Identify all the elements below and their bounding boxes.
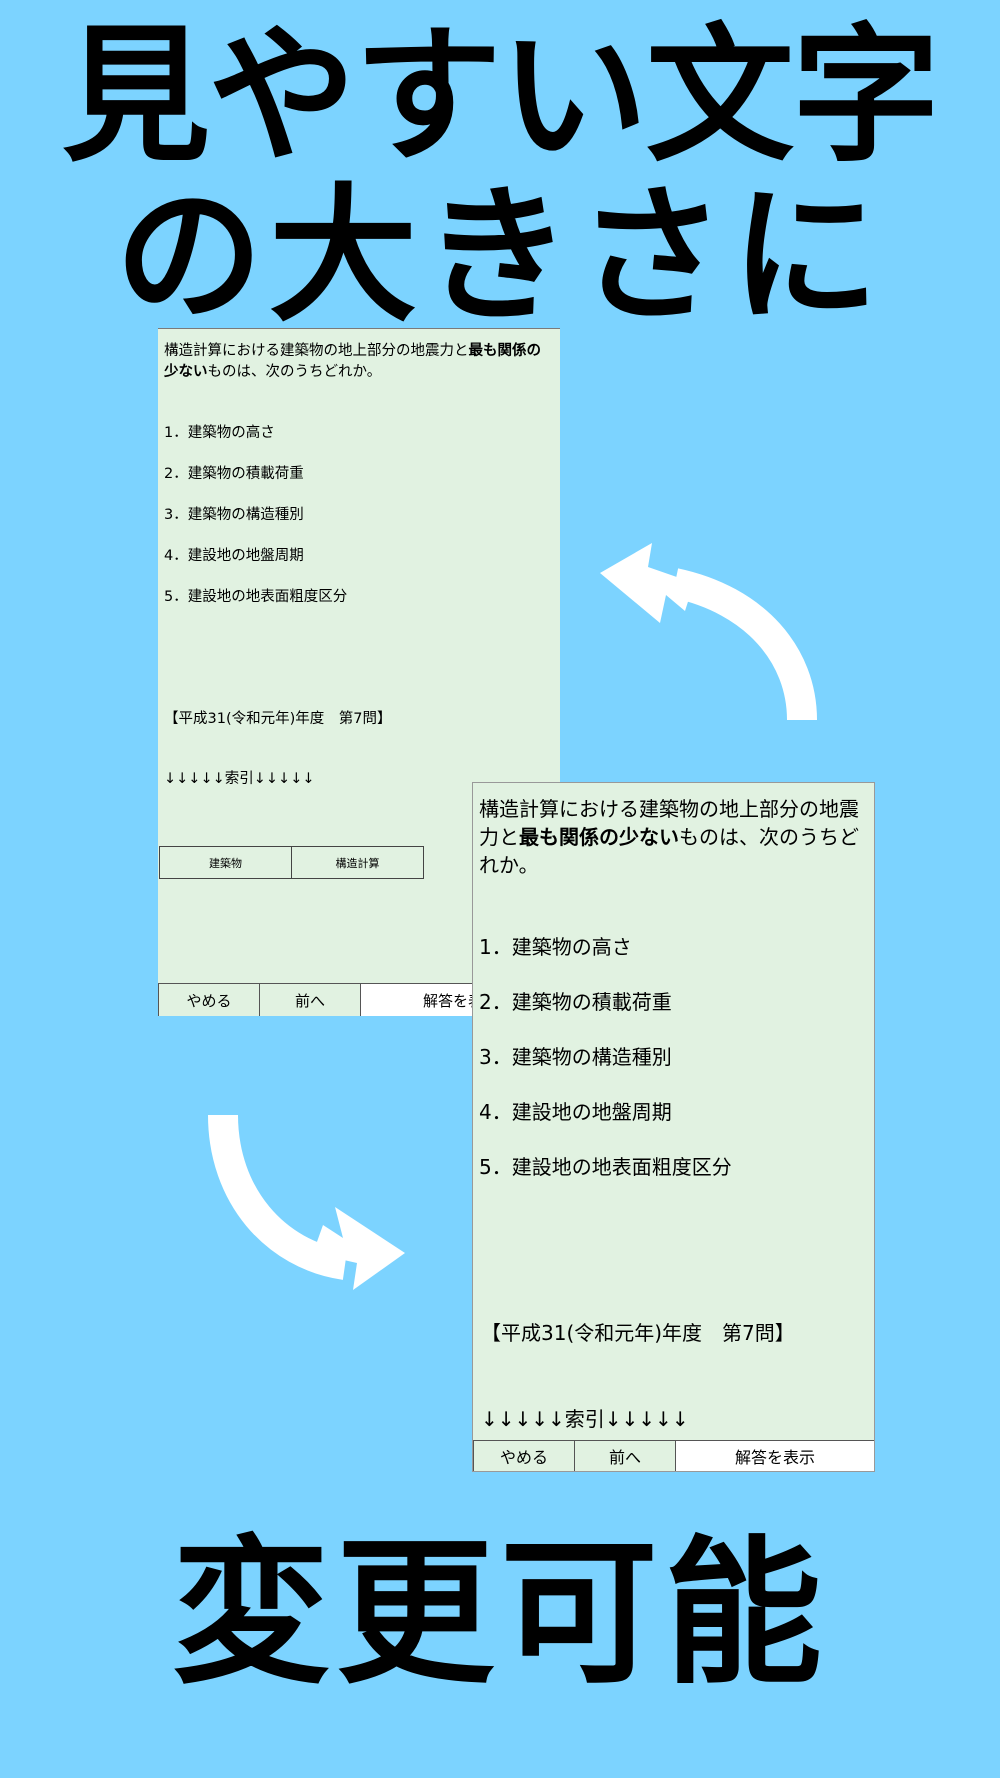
- quit-button[interactable]: やめる: [473, 1440, 575, 1471]
- option-5[interactable]: 5．建設地の地表面粗度区分: [164, 589, 348, 605]
- small-font-screen: 構造計算における建築物の地上部分の地震力と最も関係の少ないものは、次のうちどれか…: [158, 328, 560, 1016]
- option-2[interactable]: 2．建築物の積載荷重: [164, 466, 304, 482]
- prev-button[interactable]: 前へ: [574, 1440, 676, 1471]
- option-1[interactable]: 1．建築物の高さ: [164, 425, 275, 441]
- curved-arrow-down-icon: [208, 1114, 405, 1290]
- option-5[interactable]: 5．建設地の地表面粗度区分: [479, 1155, 732, 1179]
- option-2[interactable]: 2．建築物の積載荷重: [479, 990, 672, 1014]
- question-emphasis: 最も関係の少ない: [519, 825, 679, 849]
- option-3[interactable]: 3．建築物の構造種別: [164, 507, 304, 523]
- tag-button-building[interactable]: 建築物: [159, 846, 292, 879]
- option-1[interactable]: 1．建築物の高さ: [479, 935, 632, 959]
- option-4[interactable]: 4．建設地の地盤周期: [479, 1100, 672, 1124]
- bottom-toolbar: やめる 前へ 解答を表示: [473, 1440, 874, 1471]
- option-3[interactable]: 3．建築物の構造種別: [479, 1045, 672, 1069]
- index-label: ↓↓↓↓↓索引↓↓↓↓↓: [481, 1407, 689, 1431]
- prev-button[interactable]: 前へ: [259, 983, 361, 1016]
- large-font-screen: 構造計算における建築物の地上部分の地震力と最も関係の少ないものは、次のうちどれか…: [472, 782, 875, 1472]
- tag-row: 建築物 構造計算: [159, 846, 424, 879]
- question-emphasis: 最も関係の少ない: [164, 343, 541, 380]
- question-source: 【平成31(令和元年)年度 第7問】: [481, 1321, 795, 1345]
- question-text: 構造計算における建築物の地上部分の地震力と最も関係の少ないものは、次のうちどれか…: [479, 797, 859, 877]
- curved-arrow-up-icon: [600, 543, 817, 721]
- footer-headline: 変更可能: [172, 1522, 828, 1706]
- headline-line-2: の大きさに: [115, 170, 885, 342]
- question-text: 構造計算における建築物の地上部分の地震力と最も関係の少ないものは、次のうちどれか…: [164, 343, 541, 380]
- option-4[interactable]: 4．建設地の地盤周期: [164, 548, 304, 564]
- index-label: ↓↓↓↓↓索引↓↓↓↓↓: [164, 771, 315, 787]
- tag-button-structural-calc[interactable]: 構造計算: [291, 846, 424, 879]
- quit-button[interactable]: やめる: [158, 983, 260, 1016]
- show-answer-button[interactable]: 解答を表示: [675, 1440, 874, 1471]
- headline-line-1: 見やすい文字: [62, 10, 940, 182]
- question-source: 【平成31(令和元年)年度 第7問】: [164, 711, 392, 727]
